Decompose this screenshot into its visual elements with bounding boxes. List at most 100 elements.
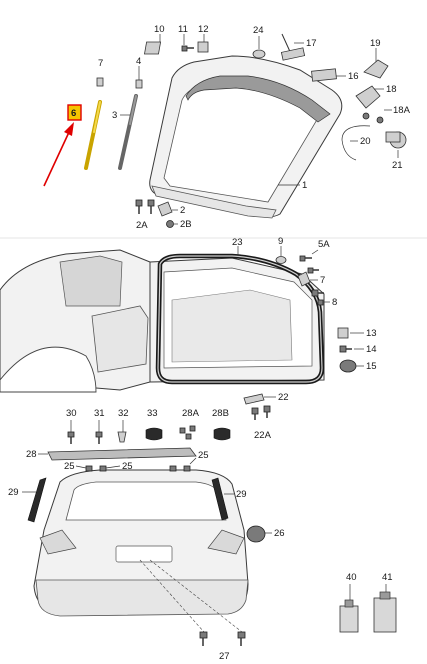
clip-25-d bbox=[183, 465, 191, 472]
label-14: 14 bbox=[366, 344, 377, 355]
label-28a: 28A bbox=[182, 408, 200, 419]
label-25-c: 25 bbox=[198, 450, 209, 461]
seal-section: 23 9 5A 7 8 13 bbox=[0, 236, 377, 441]
wheel-arch bbox=[0, 346, 97, 393]
striker-7 bbox=[297, 271, 311, 287]
tailgate-inner-frame bbox=[185, 75, 331, 123]
label-2: 2 bbox=[180, 205, 185, 216]
label-7-top: 7 bbox=[98, 58, 103, 69]
screw-5a bbox=[299, 255, 312, 262]
label-4: 4 bbox=[136, 56, 141, 67]
bumper-15 bbox=[339, 359, 357, 373]
label-27: 27 bbox=[219, 651, 230, 662]
label-28: 28 bbox=[26, 449, 37, 460]
stud-4 bbox=[135, 79, 143, 89]
label-21: 21 bbox=[392, 160, 403, 171]
label-19: 19 bbox=[370, 38, 381, 49]
tail-light-right bbox=[207, 529, 245, 555]
clip-25-b bbox=[99, 465, 107, 472]
label-18: 18 bbox=[386, 84, 397, 95]
label-15: 15 bbox=[366, 361, 377, 372]
label-32: 32 bbox=[118, 408, 129, 419]
label-10: 10 bbox=[154, 24, 165, 35]
cable-20 bbox=[341, 125, 371, 161]
label-22: 22 bbox=[278, 392, 289, 403]
trim-29-left bbox=[27, 477, 47, 523]
label-13: 13 bbox=[366, 328, 377, 339]
license-plate-area bbox=[115, 545, 173, 563]
nut-18a bbox=[362, 112, 370, 120]
label-7: 7 bbox=[320, 275, 325, 286]
red-arrow-icon bbox=[43, 122, 74, 187]
can-40 bbox=[339, 599, 359, 633]
label-16: 16 bbox=[348, 71, 359, 82]
stopper-9 bbox=[275, 256, 287, 264]
label-1: 1 bbox=[302, 180, 307, 191]
label-28b: 28B bbox=[212, 408, 229, 419]
screw-22a-b bbox=[263, 405, 271, 418]
actuator-21 bbox=[385, 131, 407, 149]
latch-18 bbox=[355, 85, 381, 109]
nut-2b bbox=[166, 220, 174, 228]
screw-5a-b bbox=[307, 267, 319, 274]
clip-25-c bbox=[169, 465, 177, 472]
gas-strut-3 bbox=[118, 94, 138, 170]
cargo-floor bbox=[171, 289, 293, 363]
clip-12 bbox=[197, 41, 209, 53]
label-25-b: 25 bbox=[122, 461, 133, 472]
label-8: 8 bbox=[332, 297, 337, 308]
label-31: 31 bbox=[94, 408, 105, 419]
stud-7-top bbox=[96, 77, 104, 87]
tail-light-left bbox=[39, 529, 77, 555]
highlight-box-6 bbox=[67, 104, 82, 121]
label-25-a: 25 bbox=[64, 461, 75, 472]
label-3: 3 bbox=[112, 110, 117, 121]
label-20: 20 bbox=[360, 136, 371, 147]
clip-25-a bbox=[85, 465, 93, 472]
bolt-2a-b bbox=[147, 199, 155, 214]
label-40: 40 bbox=[346, 572, 357, 583]
label-33: 33 bbox=[147, 408, 158, 419]
body-inner-panel bbox=[91, 305, 149, 373]
label-11: 11 bbox=[178, 24, 188, 35]
bolt-27-a bbox=[199, 631, 208, 646]
screw-31 bbox=[95, 431, 103, 444]
screw-8-b bbox=[317, 299, 324, 306]
label-22a: 22A bbox=[254, 430, 272, 441]
spoiler-28 bbox=[47, 447, 197, 461]
label-29-right: 29 bbox=[236, 489, 247, 500]
body-side-window bbox=[59, 255, 123, 307]
screw-30 bbox=[67, 431, 75, 444]
label-17: 17 bbox=[306, 38, 317, 49]
cap-26 bbox=[246, 525, 266, 543]
rear-bumper bbox=[35, 579, 249, 617]
screw-22a bbox=[251, 407, 259, 420]
cable-17 bbox=[280, 33, 306, 61]
label-2b: 2B bbox=[180, 219, 192, 230]
screw-14 bbox=[339, 345, 352, 353]
bracket-10 bbox=[144, 41, 162, 55]
small-parts-row: 30 31 32 33 28A 28B 28 bbox=[26, 408, 231, 461]
label-18a: 18A bbox=[393, 105, 411, 116]
label-2a: 2A bbox=[136, 220, 148, 231]
can-41 bbox=[373, 591, 397, 633]
seal-piece-33 bbox=[145, 427, 163, 441]
label-30: 30 bbox=[66, 408, 77, 419]
bracket-22 bbox=[243, 393, 265, 405]
tailgate-bottom-edge bbox=[151, 185, 277, 219]
bracket-2 bbox=[157, 201, 173, 217]
label-12: 12 bbox=[198, 24, 209, 35]
bracket-19 bbox=[363, 59, 389, 79]
label-24: 24 bbox=[253, 25, 264, 36]
rear-window bbox=[65, 481, 227, 521]
clip-13 bbox=[337, 327, 349, 339]
rear-view-section: 25 25 25 29 29 26 27 40 41 bbox=[8, 450, 397, 662]
bolt-2a bbox=[135, 199, 143, 214]
lock-16 bbox=[311, 68, 337, 82]
label-29-left: 29 bbox=[8, 487, 19, 498]
grommet-24 bbox=[252, 49, 266, 59]
nut-18a-b bbox=[376, 116, 384, 124]
tailgate-section: 1 3 4 7 6 10 bbox=[43, 24, 411, 231]
gas-strut-6 bbox=[84, 100, 102, 170]
